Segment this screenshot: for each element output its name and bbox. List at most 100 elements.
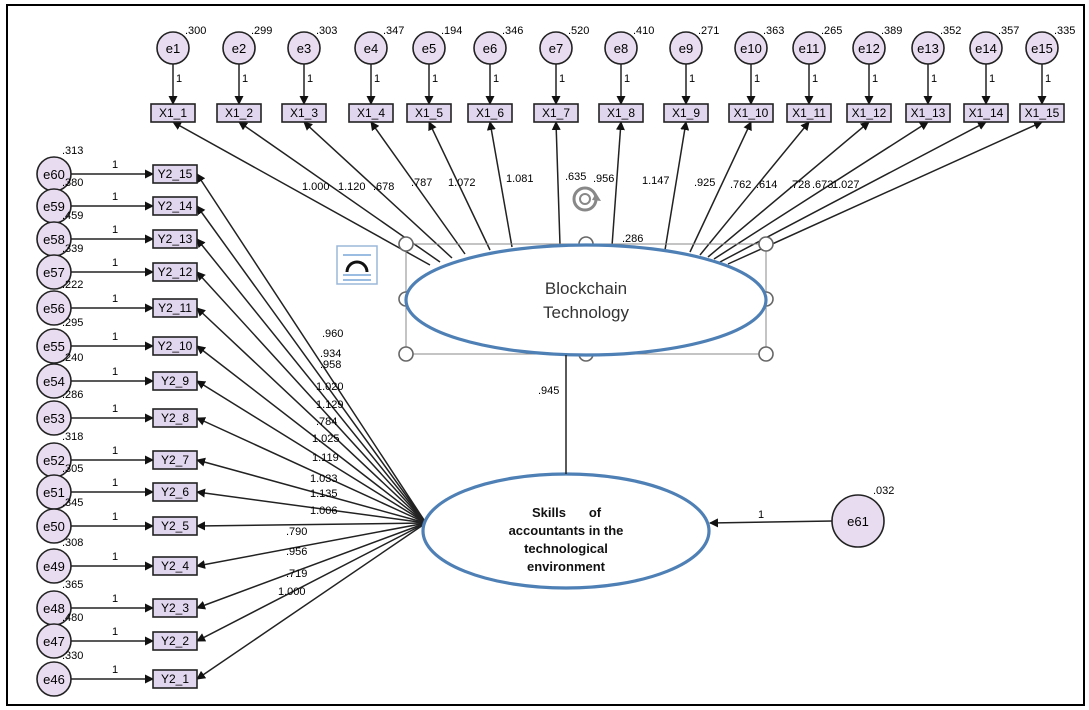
loading-path-X1_9[interactable] — [664, 121, 690, 251]
loading-path-Y2_2[interactable] — [196, 522, 427, 642]
error-weight-e49: 1 — [112, 551, 118, 563]
error-variance-e55: .295 — [62, 317, 83, 329]
loading-path-Y2_9[interactable] — [196, 380, 427, 524]
error-circle-e14[interactable] — [969, 31, 1003, 65]
indicator-Y2_15[interactable] — [152, 164, 198, 184]
error-circle-e5[interactable] — [412, 31, 446, 65]
error-variance-e1: .300 — [185, 25, 206, 37]
loading-path-Y2_10[interactable] — [196, 345, 427, 524]
indicator-X1_11[interactable] — [786, 103, 832, 123]
loading-path-Y2_4[interactable] — [196, 522, 427, 569]
resize-handle-1[interactable] — [398, 236, 414, 252]
indicator-Y2_10[interactable] — [152, 336, 198, 356]
resize-handle-3[interactable] — [758, 236, 774, 252]
indicator-Y2_13[interactable] — [152, 229, 198, 249]
error-circle-e13[interactable] — [911, 31, 945, 65]
loading-path-Y2_12[interactable] — [196, 271, 427, 524]
loading-path-Y2_1[interactable] — [196, 522, 427, 680]
indicator-Y2_9[interactable] — [152, 371, 198, 391]
error-circle-e56[interactable] — [36, 290, 72, 326]
loading-path-X1_4[interactable] — [370, 121, 466, 255]
error-circle-e11[interactable] — [792, 31, 826, 65]
error-circle-e10[interactable] — [734, 31, 768, 65]
error-circle-e47[interactable] — [36, 623, 72, 659]
indicator-X1_6[interactable] — [467, 103, 513, 123]
indicator-X1_15[interactable] — [1019, 103, 1065, 123]
error-circle-e1[interactable] — [156, 31, 190, 65]
error-weight-e52: 1 — [112, 445, 118, 457]
loading-path-X1_7[interactable] — [551, 121, 561, 246]
loading-path-Y2_6[interactable] — [196, 488, 427, 524]
indicator-Y2_8[interactable] — [152, 408, 198, 428]
loading-path-X1_3[interactable] — [303, 121, 453, 259]
error-circle-e49[interactable] — [36, 548, 72, 584]
indicator-Y2_7[interactable] — [152, 450, 198, 470]
indicator-Y2_1[interactable] — [152, 669, 198, 689]
disturbance-path[interactable] — [709, 518, 834, 528]
indicator-Y2_5[interactable] — [152, 516, 198, 536]
error-circle-e57[interactable] — [36, 254, 72, 290]
error-weight-e59: 1 — [112, 191, 118, 203]
error-circle-e7[interactable] — [539, 31, 573, 65]
loading-path-X1_1[interactable] — [172, 121, 431, 266]
loading-path-Y2_7[interactable] — [196, 457, 427, 524]
error-circle-e3[interactable] — [287, 31, 321, 65]
rotate-icon[interactable] — [572, 186, 601, 212]
loading-path-Y2_13[interactable] — [196, 238, 427, 524]
indicator-X1_12[interactable] — [846, 103, 892, 123]
loading-path-Y2_3[interactable] — [196, 522, 427, 610]
error-circle-e50[interactable] — [36, 508, 72, 544]
indicator-X1_4[interactable] — [348, 103, 394, 123]
loading-path-X1_10[interactable] — [689, 121, 752, 253]
loading-path-Y2_14[interactable] — [196, 205, 427, 524]
indicator-X1_10[interactable] — [728, 103, 774, 123]
indicator-X1_3[interactable] — [281, 103, 327, 123]
indicator-Y2_4[interactable] — [152, 556, 198, 576]
error-circle-e54[interactable] — [36, 363, 72, 399]
error-weight-e15: 1 — [1045, 73, 1051, 85]
indicator-Y2_12[interactable] — [152, 262, 198, 282]
error-circle-e46[interactable] — [36, 661, 72, 697]
error-circle-e12[interactable] — [852, 31, 886, 65]
loading-path-Y2_11[interactable] — [196, 307, 427, 524]
error-weight-e12: 1 — [872, 73, 878, 85]
indicator-Y2_11[interactable] — [152, 298, 198, 318]
indicator-X1_7[interactable] — [533, 103, 579, 123]
indicator-X1_13[interactable] — [905, 103, 951, 123]
loading-path-X1_15[interactable] — [727, 121, 1043, 265]
error-circle-e2[interactable] — [222, 31, 256, 65]
indicator-X1_1[interactable] — [150, 103, 196, 123]
indicator-X1_5[interactable] — [406, 103, 452, 123]
disturbance-e61[interactable] — [831, 494, 885, 548]
loading-path-X1_12[interactable] — [707, 121, 870, 258]
resize-handle-6[interactable] — [398, 346, 414, 362]
loading-path-Y2_15[interactable] — [196, 173, 427, 524]
latent-blockchain-technology[interactable] — [404, 243, 768, 357]
indicator-Y2_6[interactable] — [152, 482, 198, 502]
loading-path-Y2_8[interactable] — [196, 417, 427, 524]
indicator-X1_9[interactable] — [663, 103, 709, 123]
loading-path-X1_8[interactable] — [611, 121, 625, 247]
loading-path-X1_6[interactable] — [486, 121, 513, 248]
indicator-Y2_3[interactable] — [152, 598, 198, 618]
indicator-Y2_14[interactable] — [152, 196, 198, 216]
indicator-X1_14[interactable] — [963, 103, 1009, 123]
error-circle-e15[interactable] — [1025, 31, 1059, 65]
loading-path-X1_5[interactable] — [428, 121, 491, 251]
error-variance-e5: .194 — [441, 25, 462, 37]
error-circle-e4[interactable] — [354, 31, 388, 65]
loading-path-Y2_5[interactable] — [196, 521, 427, 531]
resize-handle-8[interactable] — [758, 346, 774, 362]
error-circle-e9[interactable] — [669, 31, 703, 65]
error-circle-e8[interactable] — [604, 31, 638, 65]
align-icon[interactable] — [336, 245, 378, 285]
error-circle-e53[interactable] — [36, 400, 72, 436]
error-circle-e55[interactable] — [36, 328, 72, 364]
indicator-X1_2[interactable] — [216, 103, 262, 123]
indicator-X1_8[interactable] — [598, 103, 644, 123]
indicator-Y2_2[interactable] — [152, 631, 198, 651]
error-circle-e6[interactable] — [473, 31, 507, 65]
loading-path-X1_13[interactable] — [713, 121, 929, 260]
loading-path-X1_11[interactable] — [699, 121, 810, 256]
indicator-label-X1_4: X1_4 — [357, 106, 385, 120]
